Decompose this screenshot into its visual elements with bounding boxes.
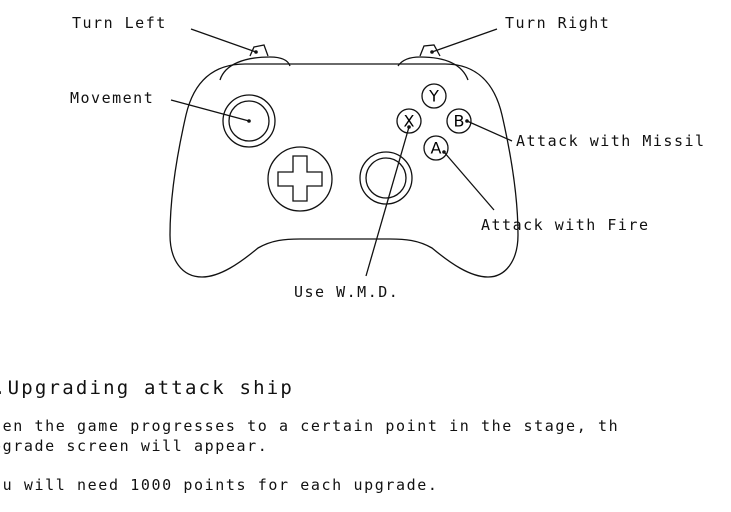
leader-dot-fire bbox=[442, 150, 446, 154]
leader-dot-movement bbox=[247, 119, 251, 123]
leader-dot-turn-right bbox=[430, 50, 434, 54]
right-stick-outer bbox=[359, 151, 413, 205]
paragraph-line: ou will need 1000 points for each upgrad… bbox=[0, 476, 439, 494]
dpad-ring bbox=[267, 146, 333, 212]
left-stick-outer bbox=[222, 94, 276, 148]
left-bumper bbox=[219, 56, 291, 81]
section-heading: .Upgrading attack ship bbox=[0, 377, 295, 399]
leader-wmd bbox=[365, 126, 410, 277]
leader-dot-wmd bbox=[407, 125, 411, 129]
paragraph-line: hen the game progresses to a certain poi… bbox=[0, 417, 620, 435]
label-attack-fire: Attack with Fire bbox=[481, 216, 650, 234]
button-a bbox=[423, 135, 449, 161]
label-turn-right: Turn Right bbox=[505, 14, 611, 32]
right-stick-inner bbox=[365, 157, 407, 199]
button-y-label: Y bbox=[428, 87, 439, 106]
paragraph-line: pgrade screen will appear. bbox=[0, 437, 269, 455]
label-movement: Movement bbox=[70, 89, 155, 107]
dpad-icon bbox=[277, 155, 323, 202]
leader-dot-turn-left bbox=[254, 50, 258, 54]
button-x-label: X bbox=[404, 112, 415, 131]
leader-turn-left bbox=[190, 28, 257, 53]
right-bumper bbox=[397, 56, 469, 81]
button-b bbox=[446, 108, 472, 134]
left-stick-inner bbox=[228, 100, 270, 142]
label-attack-missile: Attack with Missil bbox=[516, 132, 706, 150]
leader-missile bbox=[466, 120, 513, 142]
label-use-wmd: Use W.M.D. bbox=[294, 283, 400, 301]
button-y bbox=[421, 83, 447, 109]
controller-body bbox=[169, 63, 519, 278]
label-turn-left: Turn Left bbox=[72, 14, 167, 32]
left-trigger bbox=[249, 44, 269, 57]
leader-turn-right bbox=[431, 28, 498, 53]
button-a-label: A bbox=[431, 139, 442, 158]
button-x bbox=[396, 108, 422, 134]
leader-movement bbox=[170, 99, 250, 122]
leader-fire bbox=[443, 151, 495, 211]
leader-dot-missile bbox=[465, 119, 469, 123]
button-b-label: B bbox=[454, 112, 465, 131]
